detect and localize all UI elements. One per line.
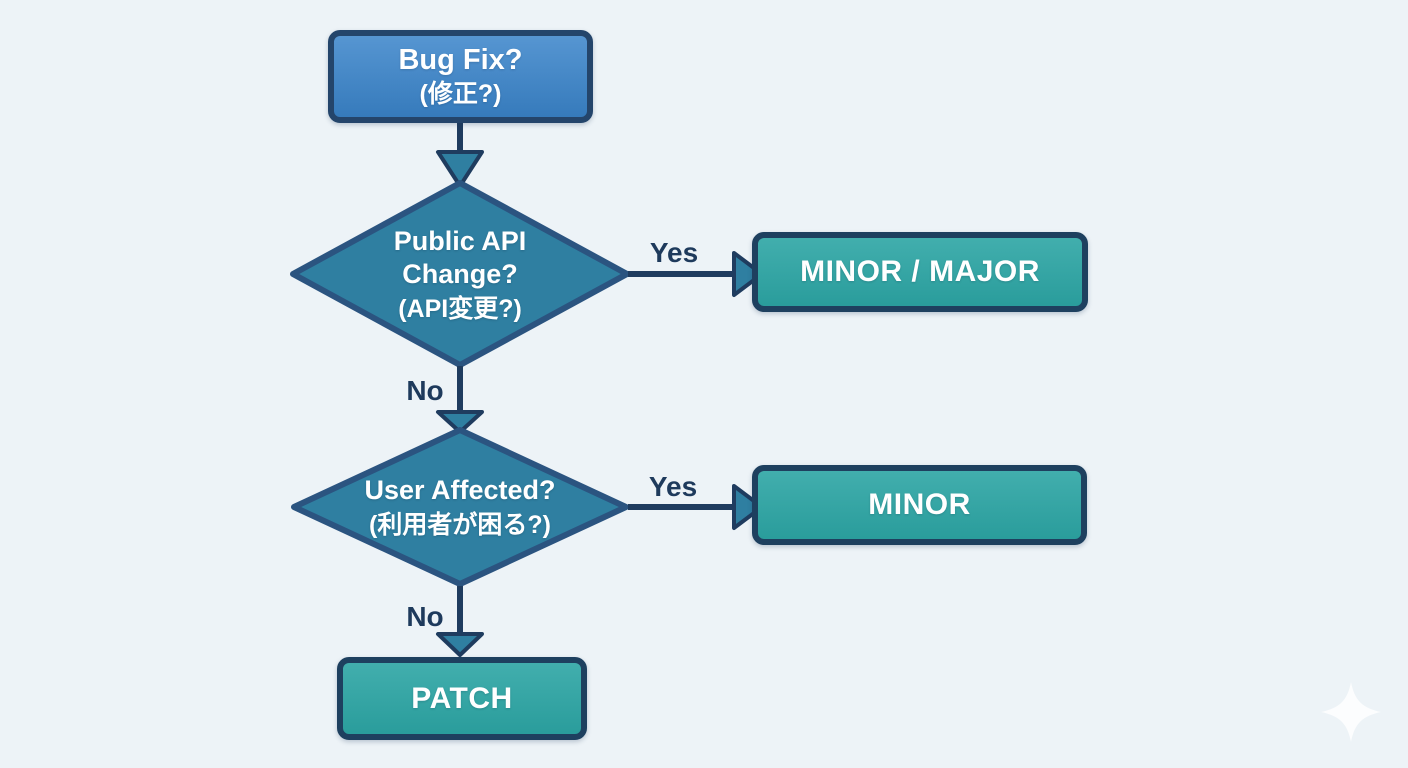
node-minor-title: MINOR (868, 488, 971, 521)
node-public-api-change-title: Public API Change? (393, 225, 527, 289)
node-bug-fix: Bug Fix? (修正?) (328, 30, 593, 123)
node-minor-major-title: MINOR / MAJOR (800, 255, 1040, 288)
node-user-affected-label: User Affected? (利用者が困る?) (330, 475, 590, 541)
node-minor: MINOR (752, 465, 1087, 545)
arrowhead-useraffected-yes (732, 484, 764, 530)
arrowhead-bugfix-to-apichange (436, 150, 484, 188)
node-public-api-change-label: Public API Change? (API変更?) (350, 212, 570, 338)
node-minor-major: MINOR / MAJOR (752, 232, 1088, 312)
arrowhead-apichange-no (436, 410, 484, 434)
edge-label-api-yes: Yes (649, 237, 699, 268)
node-bug-fix-title: Bug Fix? (398, 44, 523, 77)
node-user-affected-title: User Affected? (364, 475, 556, 506)
node-patch: PATCH (337, 657, 587, 740)
arrowhead-useraffected-no (436, 632, 484, 657)
node-public-api-change-subtitle: (API変更?) (398, 294, 522, 323)
edge-label-api-no: No (406, 375, 444, 406)
node-patch-title: PATCH (411, 681, 513, 715)
arrowhead-apichange-yes (732, 251, 764, 297)
edge-label-user-yes: Yes (648, 471, 698, 502)
decision-public-api-change-shape (290, 180, 630, 368)
sparkle-icon (1321, 682, 1381, 742)
node-bug-fix-subtitle: (修正?) (419, 79, 502, 108)
edge-label-user-no: No (406, 601, 444, 632)
node-user-affected-subtitle: (利用者が困る?) (369, 511, 551, 540)
decision-user-affected-shape (291, 427, 629, 587)
